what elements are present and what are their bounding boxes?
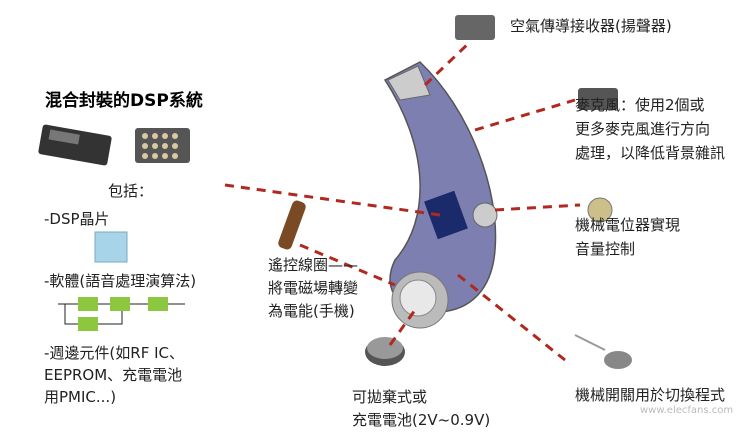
watermark: www.elecfans.com [640,405,734,416]
dsp-system-title: 混合封裝的DSP系統 [45,91,203,111]
receiver-image [455,15,495,40]
coil-line-2: 將電磁場轉變 [268,279,359,297]
battery-line-1: 可拋棄式或 [352,388,428,406]
coil-line-3: 為電能(手機) [268,302,355,320]
dsp-die-image [94,231,128,263]
hearing-aid-body [383,61,498,329]
battery-line-2: 充電電池(2V~0.9V) [352,411,491,429]
algorithm-block-diagram [58,297,185,331]
microphone-line-2: 更多麥克風進行方向 [575,120,711,138]
peripherals-line-2: EEPROM、充電電池 [44,366,183,384]
includes-label: 包括： [108,182,154,200]
potentiometer-line-2: 音量控制 [575,240,636,258]
peripherals-line-1: -週邊元件(如RF IC、 [44,344,184,362]
switch-label: 機械開關用於切換程式 [575,386,726,404]
switch-image [574,334,632,369]
microphone-line-1: 麥克風：使用2個或 [575,96,705,114]
dsp-package-image [38,124,190,166]
microphone-image [578,88,618,110]
coil-line-1: 遙控線圈—— [268,256,359,274]
potentiometer-image [587,197,613,223]
dsp-chip-label: -DSP晶片 [44,210,110,228]
potentiometer-line-1: 機械電位器實現 [575,216,681,234]
coil-image [278,200,306,250]
peripherals-line-3: 用PMIC...) [44,388,117,406]
software-label: -軟體(語音處理演算法) [44,272,197,290]
leader-lines [224,40,581,362]
microphone-line-3: 處理，以降低背景雜訊 [575,144,726,162]
receiver-label: 空氣傳導接收器(揚聲器) [510,17,672,35]
battery-image [365,337,405,366]
